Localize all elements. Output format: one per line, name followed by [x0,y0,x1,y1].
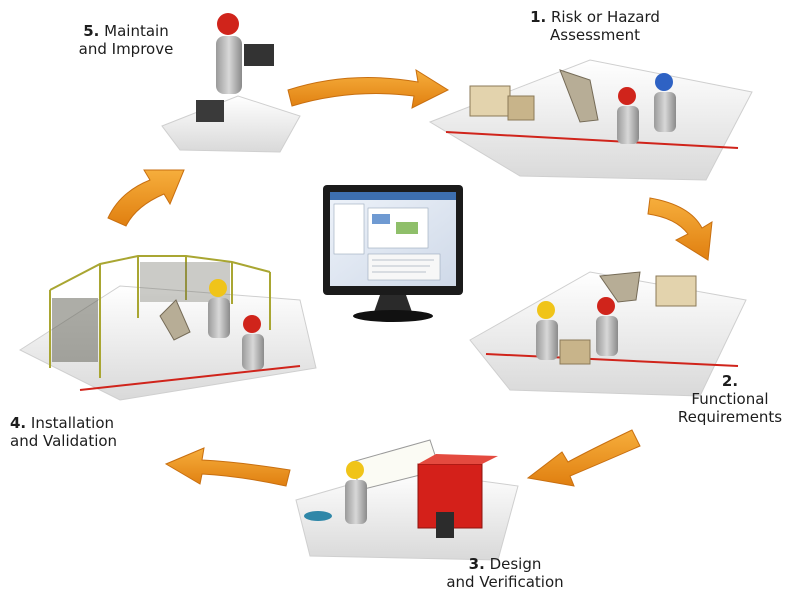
step-5-title-line2: and Improve [78,40,174,58]
platform-design-verification [295,439,519,561]
step-4-title-line2: and Validation [10,432,118,450]
step-3-label: 3. Design and Verification [440,555,570,591]
step-1-title-line1: Risk or Hazard [550,8,660,26]
worker-figure [208,298,230,338]
platform-risk-assessment [428,59,753,181]
platform-installation-validation [18,255,317,401]
arrow-1-to-2 [647,197,713,261]
yellow-hardhat-icon [537,301,555,319]
worker-figure [617,106,639,144]
chair-icon [304,511,332,521]
robot-arm-icon [599,271,641,303]
arrow-3-to-4 [164,447,291,487]
step-2-title-line1: Functional [691,390,769,408]
worker-figure [596,316,618,356]
step-3-title-line1: Design [489,555,542,573]
computer-monitor-icon [323,185,463,322]
step-2-title-line2: Requirements [677,408,783,426]
step-5-number: 5. [83,22,100,40]
step-5-label: 5. Maintain and Improve [56,22,196,58]
platform-maintain-improve [161,13,301,153]
platform-functional-requirements [469,271,747,397]
step-2-number: 2. [721,372,739,390]
step-2-label: 2. Functional Requirements [660,372,799,426]
yellow-hardhat-icon [346,461,364,479]
blue-hardhat-icon [655,73,673,91]
step-1-title-line2: Assessment [550,26,640,44]
robot-arm-icon [559,69,599,123]
worker-figure [654,92,676,132]
worker-figure [345,480,367,524]
trash-bin-icon [436,512,454,538]
step-5-title-line1: Maintain [104,22,169,40]
red-hardhat-icon [243,315,261,333]
yellow-hardhat-icon [209,279,227,297]
step-4-title-line1: Installation [30,414,115,432]
worker-figure [536,320,558,360]
arrow-5-to-1 [287,68,450,109]
red-hardhat-icon [217,13,239,35]
worker-figure [242,334,264,370]
safety-fence-icon [49,255,271,378]
robot-arm-icon [159,299,191,341]
toolbox-icon [196,100,224,122]
step-3-title-line2: and Verification [446,573,564,591]
step-4-label: 4. Installation and Validation [0,414,140,450]
step-4-number: 4. [10,414,27,432]
red-hardhat-icon [618,87,636,105]
step-1-number: 1. [530,8,547,26]
arrow-4-to-5 [107,169,185,227]
arrow-2-to-3 [526,429,641,487]
worker-figure [216,36,242,94]
step-3-number: 3. [468,555,485,573]
step-1-label: 1. Risk or Hazard Assessment [520,8,670,44]
laptop-icon [244,44,274,66]
red-hardhat-icon [597,297,615,315]
